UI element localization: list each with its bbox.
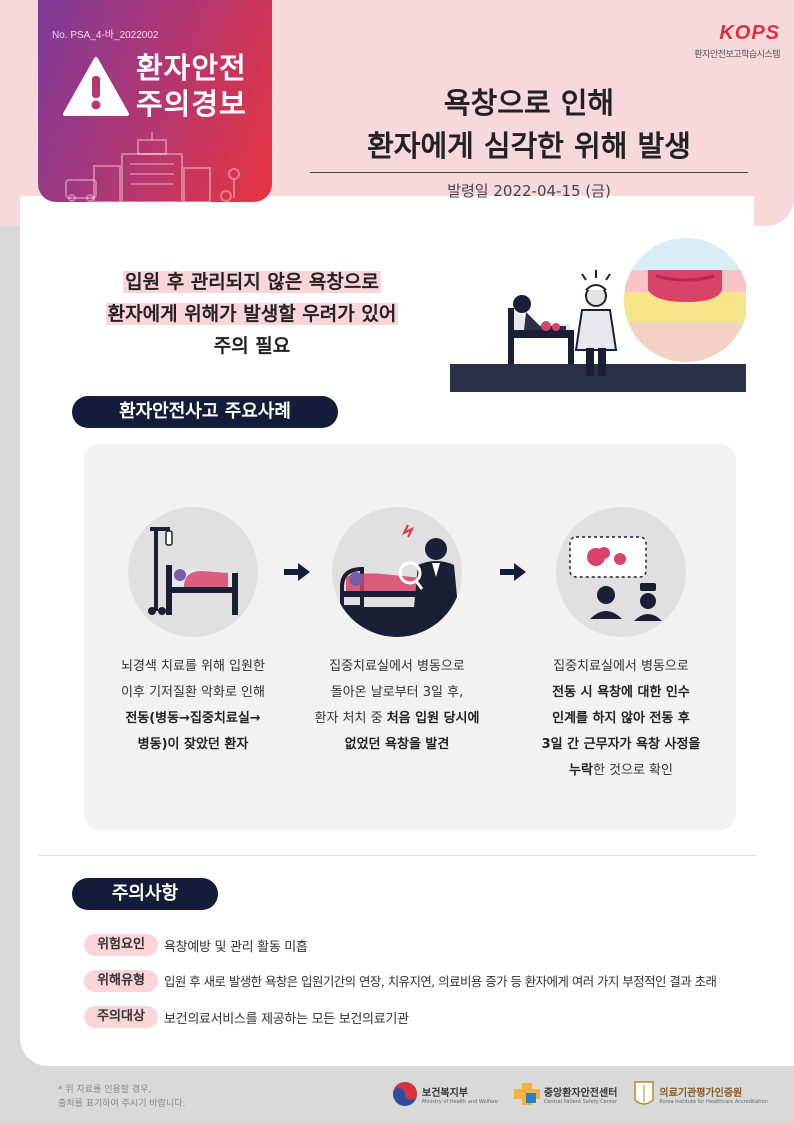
title-divider xyxy=(310,172,748,173)
caution-value: 보건의료서비스를 제공하는 모든 보건의료기관 xyxy=(164,1011,409,1027)
case-2-text: 집중치료실에서 병동으로 돌아온 날로부터 3일 후, 환자 처치 중 처음 입… xyxy=(314,659,480,752)
hospital-skyline-icon xyxy=(65,132,240,202)
case-1-image xyxy=(128,507,258,637)
cross-icon xyxy=(513,1083,540,1105)
caution-row-risk: 위험요인 욕창예방 및 관리 활동 미흡 xyxy=(84,934,308,956)
caution-value: 욕창예방 및 관리 활동 미흡 xyxy=(164,939,308,955)
footer-logos: 보건복지부 Ministry of Health and Welfare 중앙환… xyxy=(392,1074,768,1114)
caution-row-target: 주의대상 보건의료서비스를 제공하는 모든 보건의료기관 xyxy=(84,1006,409,1028)
summary-line-3: 주의 필요 xyxy=(213,335,291,357)
document-number: No. PSA_4-바_2022002 xyxy=(52,30,159,41)
summary-line-2: 환자에게 위해가 발생할 우려가 있어 xyxy=(105,303,399,325)
case-1-text: 뇌경색 치료를 위해 입원한 이후 기저질환 악화로 인해 전동(병동→집중치료… xyxy=(121,659,265,752)
case-2-image xyxy=(332,507,462,637)
cpsc-logo: 중앙환자안전센터 Central Patient Safety Center xyxy=(513,1083,617,1105)
case-3-text: 집중치료실에서 병동으로 전동 시 욕창에 대한 인수 인계를 하지 않아 전동… xyxy=(541,659,701,778)
citation-note: * 위 자료를 인용할 경우, 출처를 표기하여 주시기 바랍니다. xyxy=(58,1085,186,1109)
summary-text: 입원 후 관리되지 않은 욕창으로 환자에게 위해가 발생할 우려가 있어 주의… xyxy=(72,266,432,362)
kops-org-name: 환자안전보고학습시스템 xyxy=(694,50,780,60)
cases-panel: 뇌경색 치료를 위해 입원한 이후 기저질환 악화로 인해 전동(병동→집중치료… xyxy=(84,444,736,830)
taegeuk-icon xyxy=(393,1082,417,1106)
patient-bed-icon xyxy=(508,295,574,364)
hospital-bed-icon xyxy=(148,527,238,615)
caution-tag: 위해유형 xyxy=(84,970,158,992)
alert-badge: No. PSA_4-바_2022002 환자안전 주의경보 xyxy=(38,0,272,202)
koiha-logo: 의료기관평가인증원 Korea Institute for Healthcare… xyxy=(633,1080,768,1108)
kops-wordmark: KOPS xyxy=(719,22,780,44)
case-3-image xyxy=(556,507,686,637)
issue-date: 발령일 2022-04-15 (금) xyxy=(447,182,611,200)
caution-heading: 주의사항 xyxy=(72,878,218,910)
warning-icon xyxy=(63,57,129,116)
arrow-right-icon xyxy=(500,563,526,581)
cases-heading: 환자안전사고 주요사례 xyxy=(72,396,338,428)
mohw-logo: 보건복지부 Ministry of Health and Welfare xyxy=(392,1081,498,1107)
section-divider xyxy=(38,855,756,856)
caution-row-harm: 위해유형 입원 후 새로 발생한 욕창은 입원기간의 연장, 치유지연, 의료비… xyxy=(84,970,717,992)
koiha-emblem-icon xyxy=(634,1081,655,1105)
caution-tag: 주의대상 xyxy=(84,1006,158,1028)
kops-logo: KOPS 환자안전보고학습시스템 xyxy=(668,22,780,60)
doctor-inspecting-icon xyxy=(332,524,462,637)
caution-tag: 위험요인 xyxy=(84,934,158,956)
summary-line-1: 입원 후 관리되지 않은 욕창으로 xyxy=(123,271,381,293)
arrow-right-icon xyxy=(284,563,310,581)
page-title: 욕창으로 인해 환자에게 심각한 위해 발생 xyxy=(367,86,691,163)
nurse-icon xyxy=(574,270,618,376)
pressure-ulcer-illustration xyxy=(450,238,746,392)
handover-icon xyxy=(569,536,662,621)
skin-layer-icon xyxy=(624,238,746,362)
badge-title: 환자안전 주의경보 xyxy=(136,51,247,121)
caution-value: 입원 후 새로 발생한 욕창은 입원기간의 연장, 치유지연, 의료비용 증가 … xyxy=(164,974,717,989)
